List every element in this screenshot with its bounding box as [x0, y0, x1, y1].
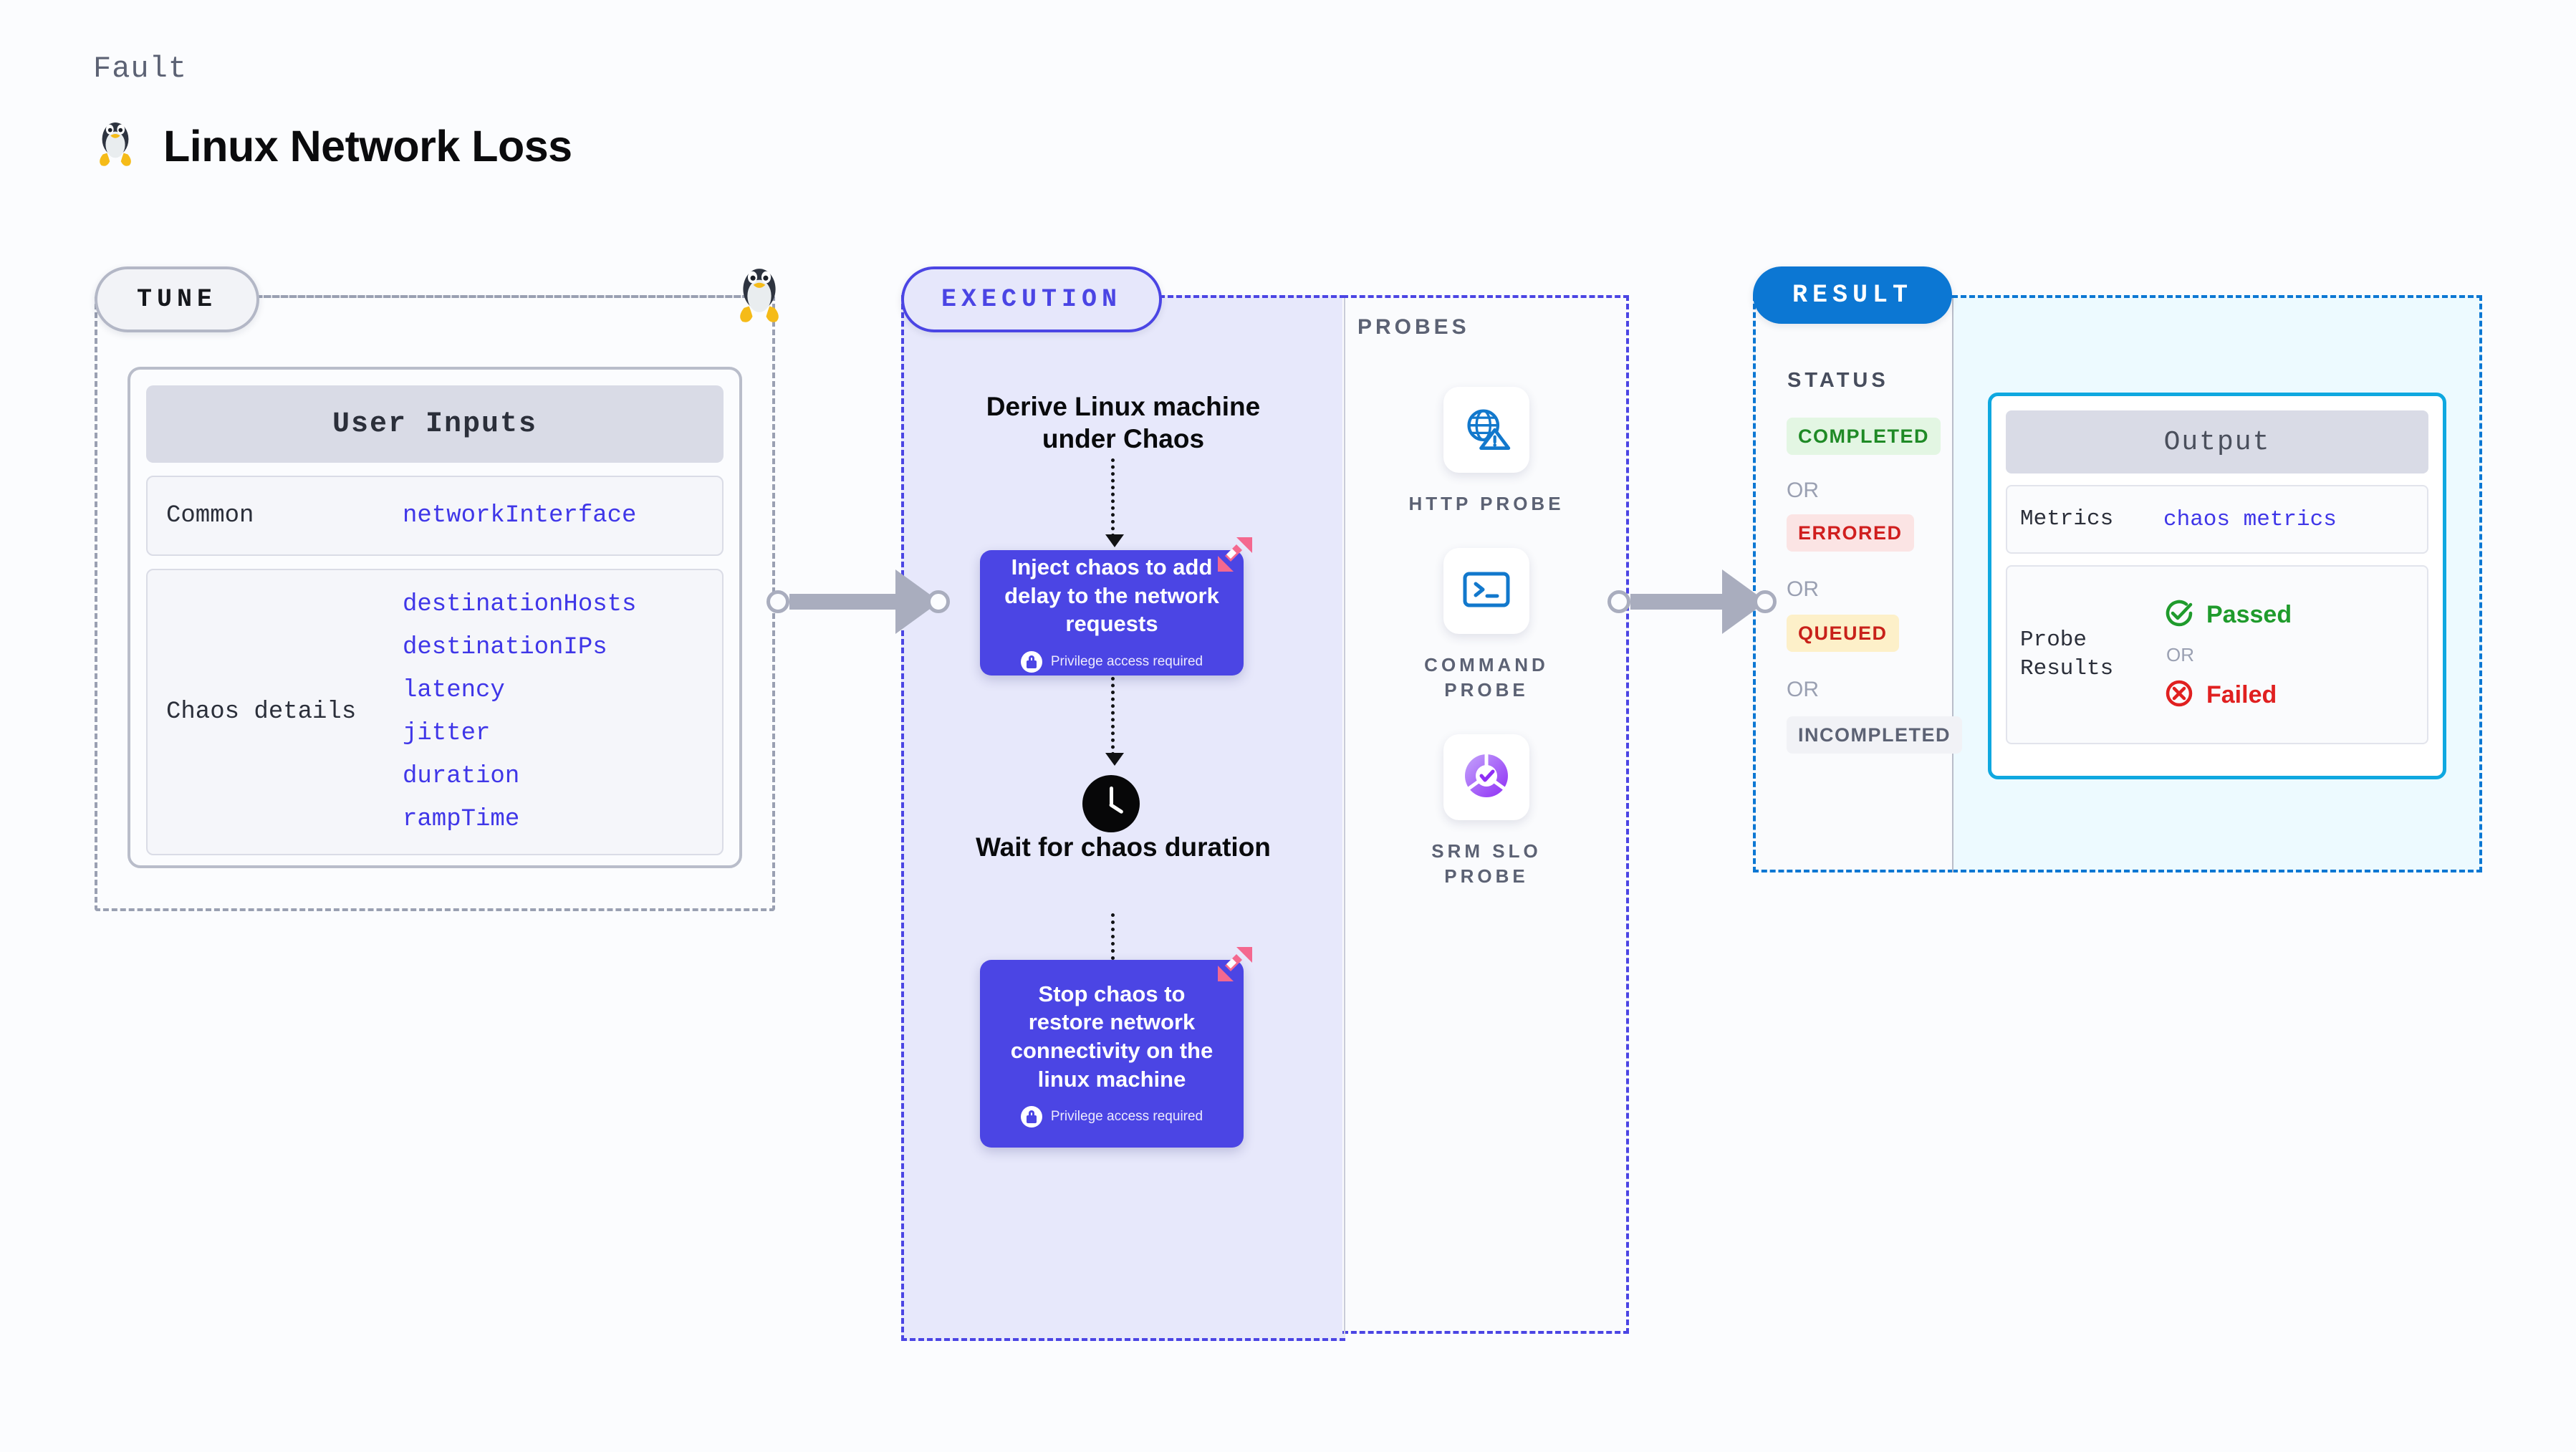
- check-circle-icon: [2163, 597, 2195, 633]
- execution-pill-label: EXECUTION: [901, 266, 1162, 332]
- lock-icon: [1020, 1106, 1042, 1128]
- input-field-name[interactable]: networkInterface: [403, 502, 637, 529]
- output-card: Output Metrics chaos metrics Probe Resul…: [1988, 393, 2446, 779]
- section-key: Chaos details: [166, 698, 357, 726]
- status-badge-queued: QUEUED: [1787, 615, 1899, 652]
- execution-step-derive-label: Derive Linux machine under Chaos: [986, 392, 1261, 454]
- input-field-name[interactable]: destinationHosts: [403, 591, 637, 618]
- execution-node-stop-chaos[interactable]: Stop chaos to restore network connectivi…: [980, 947, 1252, 1148]
- lock-icon: [1020, 651, 1042, 673]
- privilege-notice: Privilege access required: [1020, 651, 1203, 673]
- probe-item-http[interactable]: HTTP PROBE: [1397, 387, 1576, 516]
- input-field-name[interactable]: latency: [403, 677, 505, 704]
- status-or-separator: OR: [1787, 479, 1819, 502]
- probes-section-label: PROBES: [1357, 315, 1470, 339]
- harness-logo-icon: [1215, 944, 1255, 984]
- probe-failed-label: Failed: [2206, 681, 2277, 708]
- user-inputs-card: User Inputs Common networkInterface Chao…: [128, 367, 742, 868]
- probe-label: COMMAND PROBE: [1424, 654, 1549, 701]
- status-or-separator: OR: [1787, 678, 1819, 701]
- arrow-start-dot: [766, 590, 789, 613]
- probes-to-result-arrow: [1607, 569, 1777, 634]
- output-value-metrics[interactable]: chaos metrics: [2163, 506, 2337, 532]
- probe-item-command[interactable]: COMMAND PROBE: [1397, 548, 1576, 703]
- linux-tux-icon: [731, 264, 788, 327]
- status-badge-incompleted: INCOMPLETED: [1787, 716, 1963, 754]
- arrow-shaft: [789, 594, 897, 610]
- linux-tux-icon: [93, 118, 138, 173]
- section-key: Common: [166, 501, 254, 529]
- probe-passed-label: Passed: [2206, 600, 2292, 628]
- status-badge-completed: COMPLETED: [1787, 418, 1941, 455]
- clock-icon: [1082, 775, 1140, 832]
- harness-logo-icon: [1215, 534, 1255, 574]
- probe-label: SRM SLO PROBE: [1431, 840, 1542, 888]
- privilege-label: Privilege access required: [1050, 1109, 1203, 1125]
- tune-to-execution-arrow: [766, 569, 950, 634]
- node-title: Inject chaos to add delay to the network…: [1004, 554, 1219, 637]
- page-kicker: Fault: [93, 52, 188, 86]
- input-field-name[interactable]: rampTime: [403, 806, 520, 833]
- section-values: networkInterface: [403, 504, 636, 528]
- tune-pill-label: TUNE: [95, 266, 259, 332]
- tune-top-dashed-connector: [255, 295, 756, 298]
- section-values: destinationHosts destinationIPs latency …: [403, 592, 636, 832]
- input-field-name[interactable]: jitter: [403, 720, 491, 747]
- output-key: Metrics: [2020, 506, 2114, 532]
- execution-node-inject-chaos[interactable]: Inject chaos to add delay to the network…: [980, 537, 1252, 675]
- flow-connector-dotted: [1105, 677, 1124, 766]
- privilege-label: Privilege access required: [1050, 654, 1203, 670]
- probe-label: HTTP PROBE: [1408, 493, 1565, 514]
- node-title: Stop chaos to restore network connectivi…: [1010, 981, 1213, 1092]
- arrow-start-dot: [1607, 590, 1630, 613]
- user-inputs-section-chaos-details: Chaos details destinationHosts destinati…: [146, 569, 724, 855]
- probe-or-separator: OR: [2166, 643, 2194, 665]
- terminal-icon: [1461, 568, 1512, 615]
- user-inputs-title: User Inputs: [146, 385, 724, 463]
- input-field-name[interactable]: destinationIPs: [403, 634, 607, 661]
- slo-donut-check-icon: [1461, 750, 1512, 805]
- arrow-shaft: [1630, 594, 1724, 610]
- user-inputs-section-common: Common networkInterface: [146, 476, 724, 556]
- probe-tile: [1443, 548, 1529, 634]
- arrow-end-dot: [1754, 590, 1777, 613]
- probe-tile: [1443, 734, 1529, 820]
- globe-warning-icon: [1462, 404, 1511, 456]
- privilege-notice: Privilege access required: [1020, 1106, 1203, 1128]
- execution-probes-divider: [1344, 298, 1345, 1334]
- status-or-separator: OR: [1787, 577, 1819, 601]
- status-badge-errored: ERRORED: [1787, 514, 1914, 552]
- output-section-metrics: Metrics chaos metrics: [2006, 485, 2428, 554]
- page-title-row: Linux Network Loss: [93, 118, 572, 173]
- probe-item-srm-slo[interactable]: SRM SLO PROBE: [1397, 734, 1576, 889]
- probe-result-failed: Failed: [2163, 678, 2292, 713]
- page-title: Linux Network Loss: [163, 121, 572, 170]
- probe-tile: [1443, 387, 1529, 473]
- output-card-title: Output: [2006, 410, 2428, 473]
- status-section-label: STATUS: [1787, 369, 1889, 392]
- result-pill-label: RESULT: [1753, 266, 1952, 324]
- probe-result-passed: Passed: [2163, 597, 2292, 633]
- output-section-probe-results: Probe Results Passed OR: [2006, 565, 2428, 744]
- flow-connector-dotted: [1105, 458, 1124, 547]
- x-circle-icon: [2163, 678, 2195, 713]
- execution-step-wait-label: Wait for chaos duration: [976, 832, 1271, 862]
- result-output-divider: [1952, 298, 1953, 872]
- output-key: Probe Results: [2020, 627, 2114, 681]
- probe-result-values: Passed OR Failed: [2163, 597, 2292, 713]
- input-field-name[interactable]: duration: [403, 763, 520, 790]
- arrow-end-dot: [927, 590, 950, 613]
